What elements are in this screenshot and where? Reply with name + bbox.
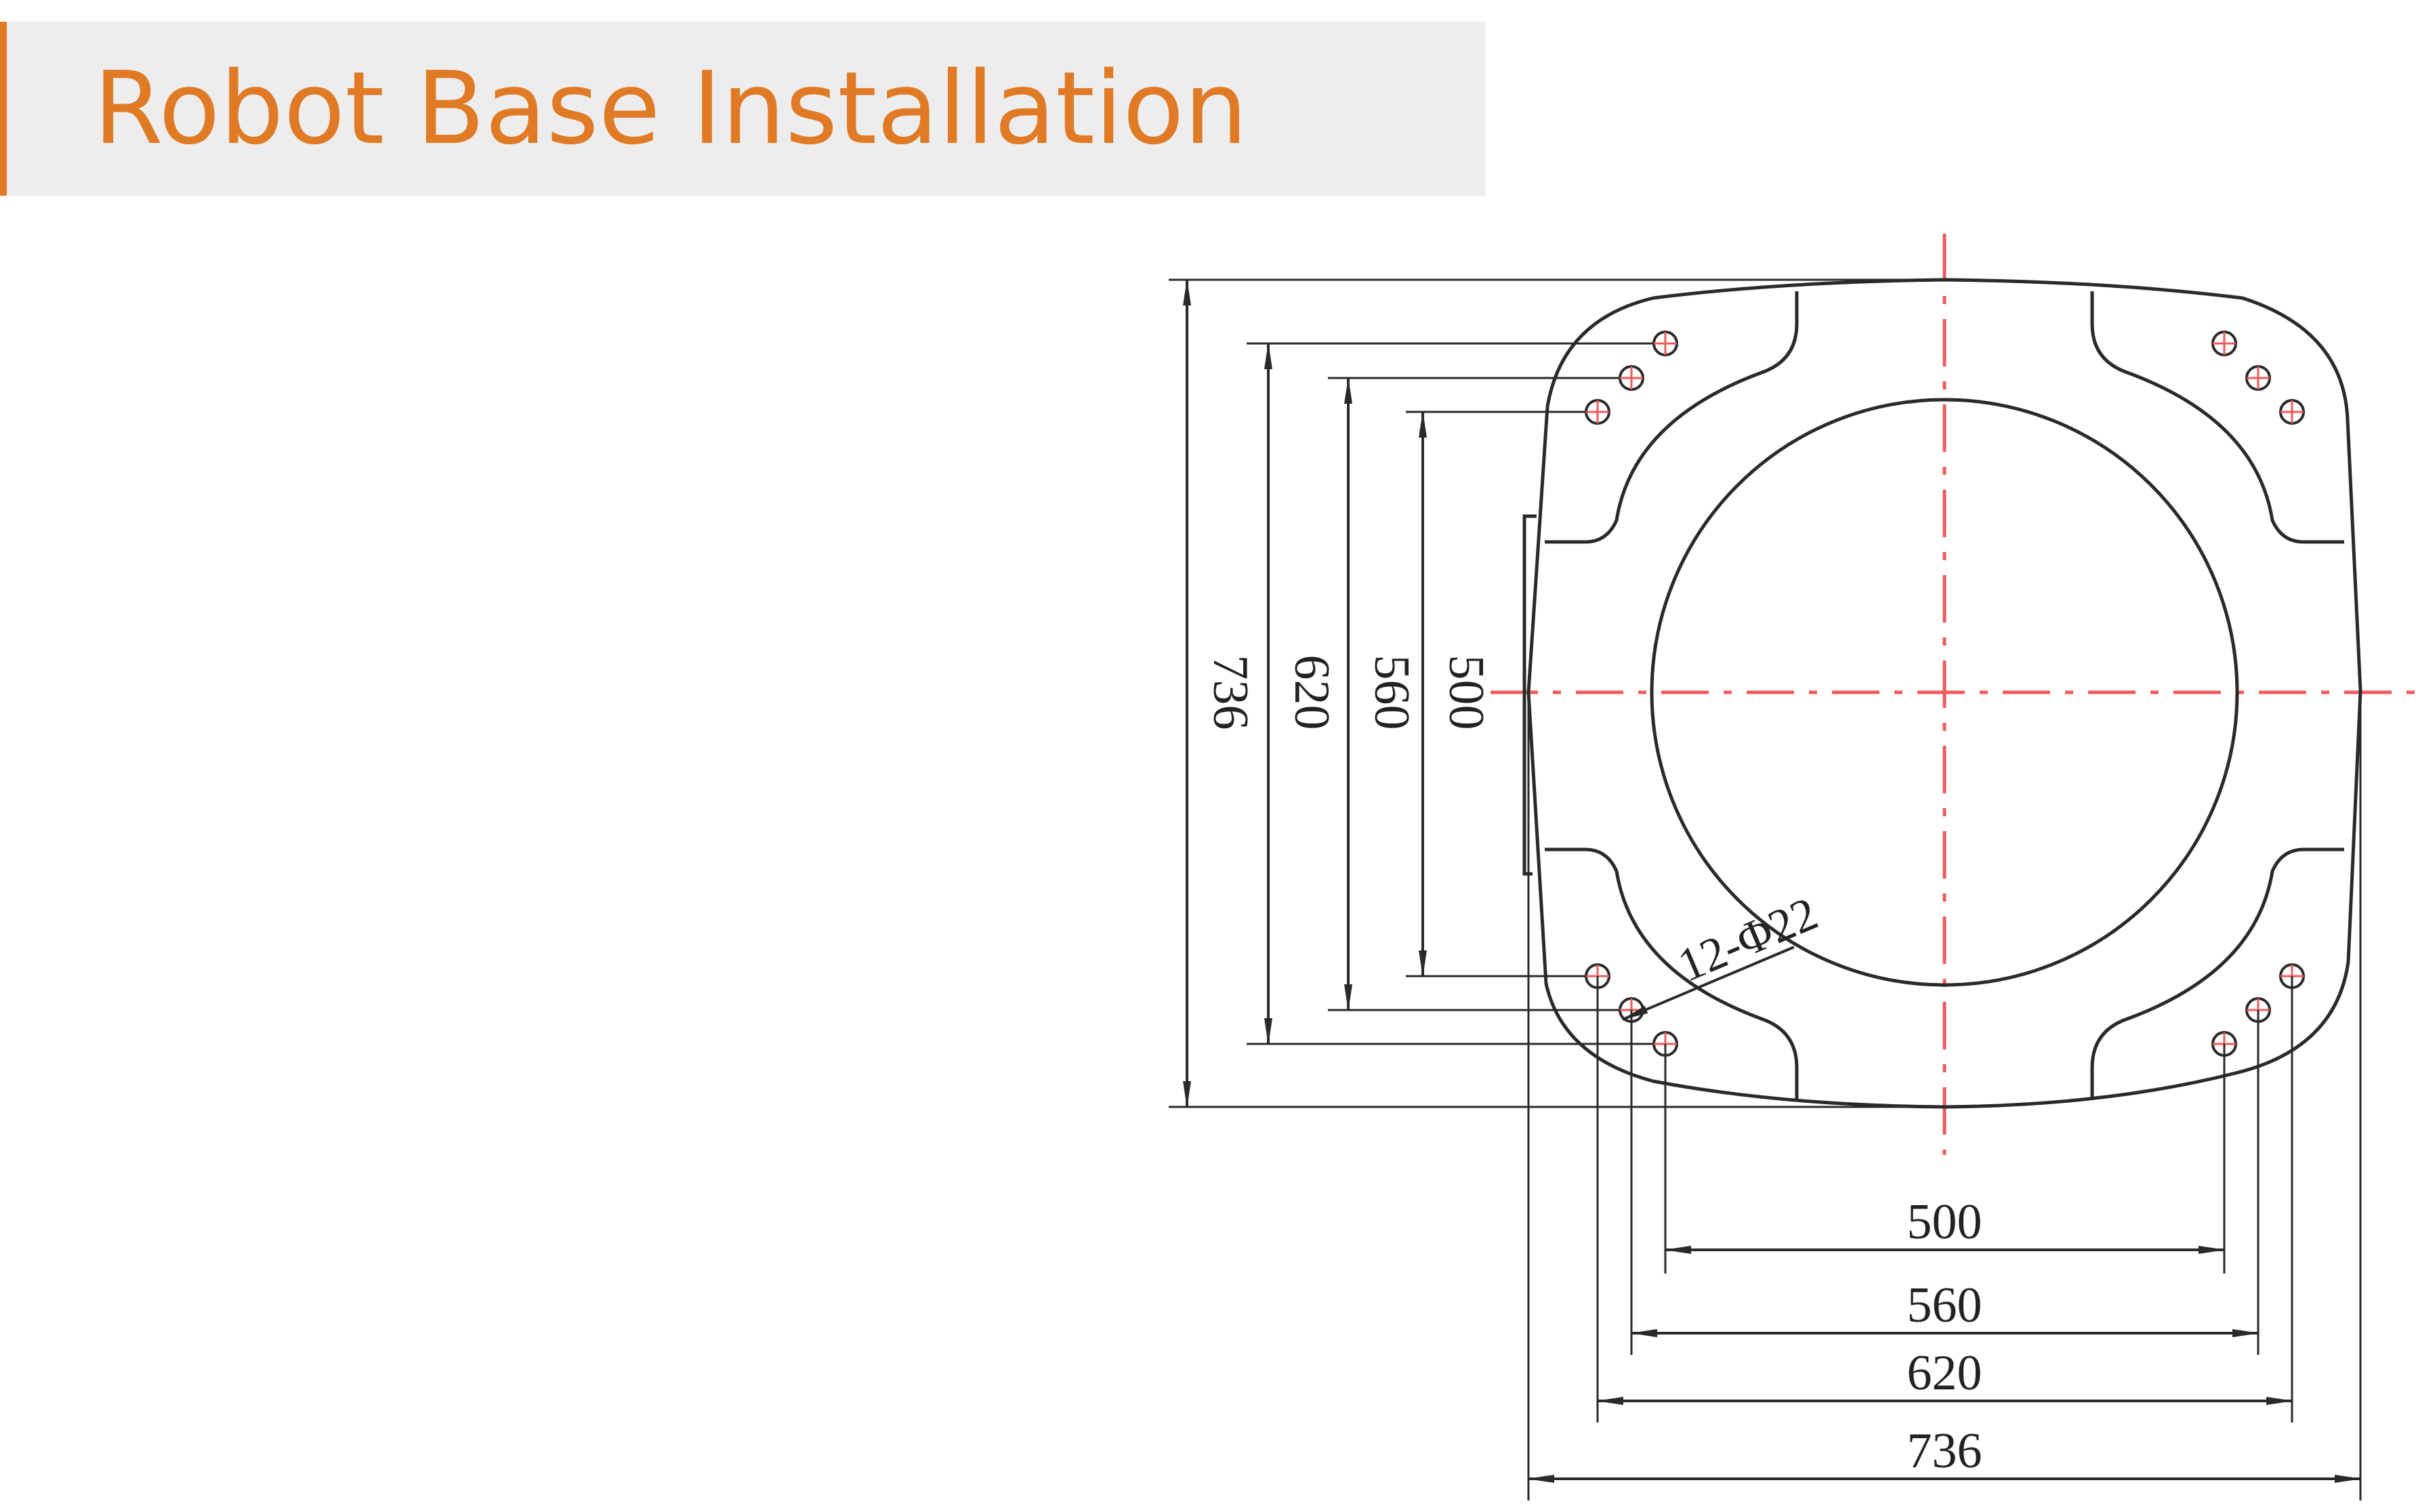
dim-text-h-736: 736 bbox=[1907, 1423, 1982, 1479]
dim-text-h-620: 620 bbox=[1907, 1345, 1982, 1401]
corner-pocket-top-right bbox=[2090, 291, 2344, 544]
title-accent-bar bbox=[0, 22, 7, 196]
mounting-hole bbox=[1619, 365, 1644, 391]
base-outline bbox=[1522, 278, 2362, 1109]
mounting-hole bbox=[2279, 399, 2305, 425]
center-lines bbox=[1491, 234, 2416, 1155]
horizontal-extension-lines bbox=[1527, 692, 2362, 1500]
page-title: Robot Base Installation bbox=[93, 50, 1248, 167]
dim-text-h-500: 500 bbox=[1907, 1194, 1982, 1250]
hole-callout-label: 12-Φ22 bbox=[1671, 887, 1825, 992]
mounting-hole bbox=[1585, 399, 1610, 425]
hole-callout-leader bbox=[1621, 946, 1795, 1021]
hole-callout: 12-Φ22 bbox=[1621, 887, 1825, 1021]
mounting-hole bbox=[2245, 365, 2271, 391]
center-bore bbox=[1650, 398, 2239, 987]
title-bar: Robot Base Installation bbox=[0, 22, 1485, 196]
dim-text-v-620: 620 bbox=[1284, 655, 1339, 730]
vertical-dimension-lines bbox=[1183, 278, 1427, 1108]
corner-pocket-bottom-right bbox=[2090, 847, 2344, 1100]
vertical-extension-lines bbox=[1169, 278, 1944, 1108]
base-outer-outline bbox=[1526, 278, 2362, 1109]
dim-text-v-560: 560 bbox=[1364, 655, 1419, 730]
corner-pocket-bottom-left bbox=[1545, 847, 1799, 1100]
dim-text-v-500: 500 bbox=[1438, 655, 1494, 730]
corner-pocket-top-left bbox=[1545, 291, 1799, 544]
dim-text-v-736: 736 bbox=[1203, 655, 1258, 730]
dim-text-h-560: 560 bbox=[1907, 1278, 1982, 1333]
mounting-hole bbox=[2211, 331, 2237, 356]
mounting-hole bbox=[1652, 331, 1678, 356]
horizontal-dimension-lines bbox=[1527, 1246, 2362, 1483]
